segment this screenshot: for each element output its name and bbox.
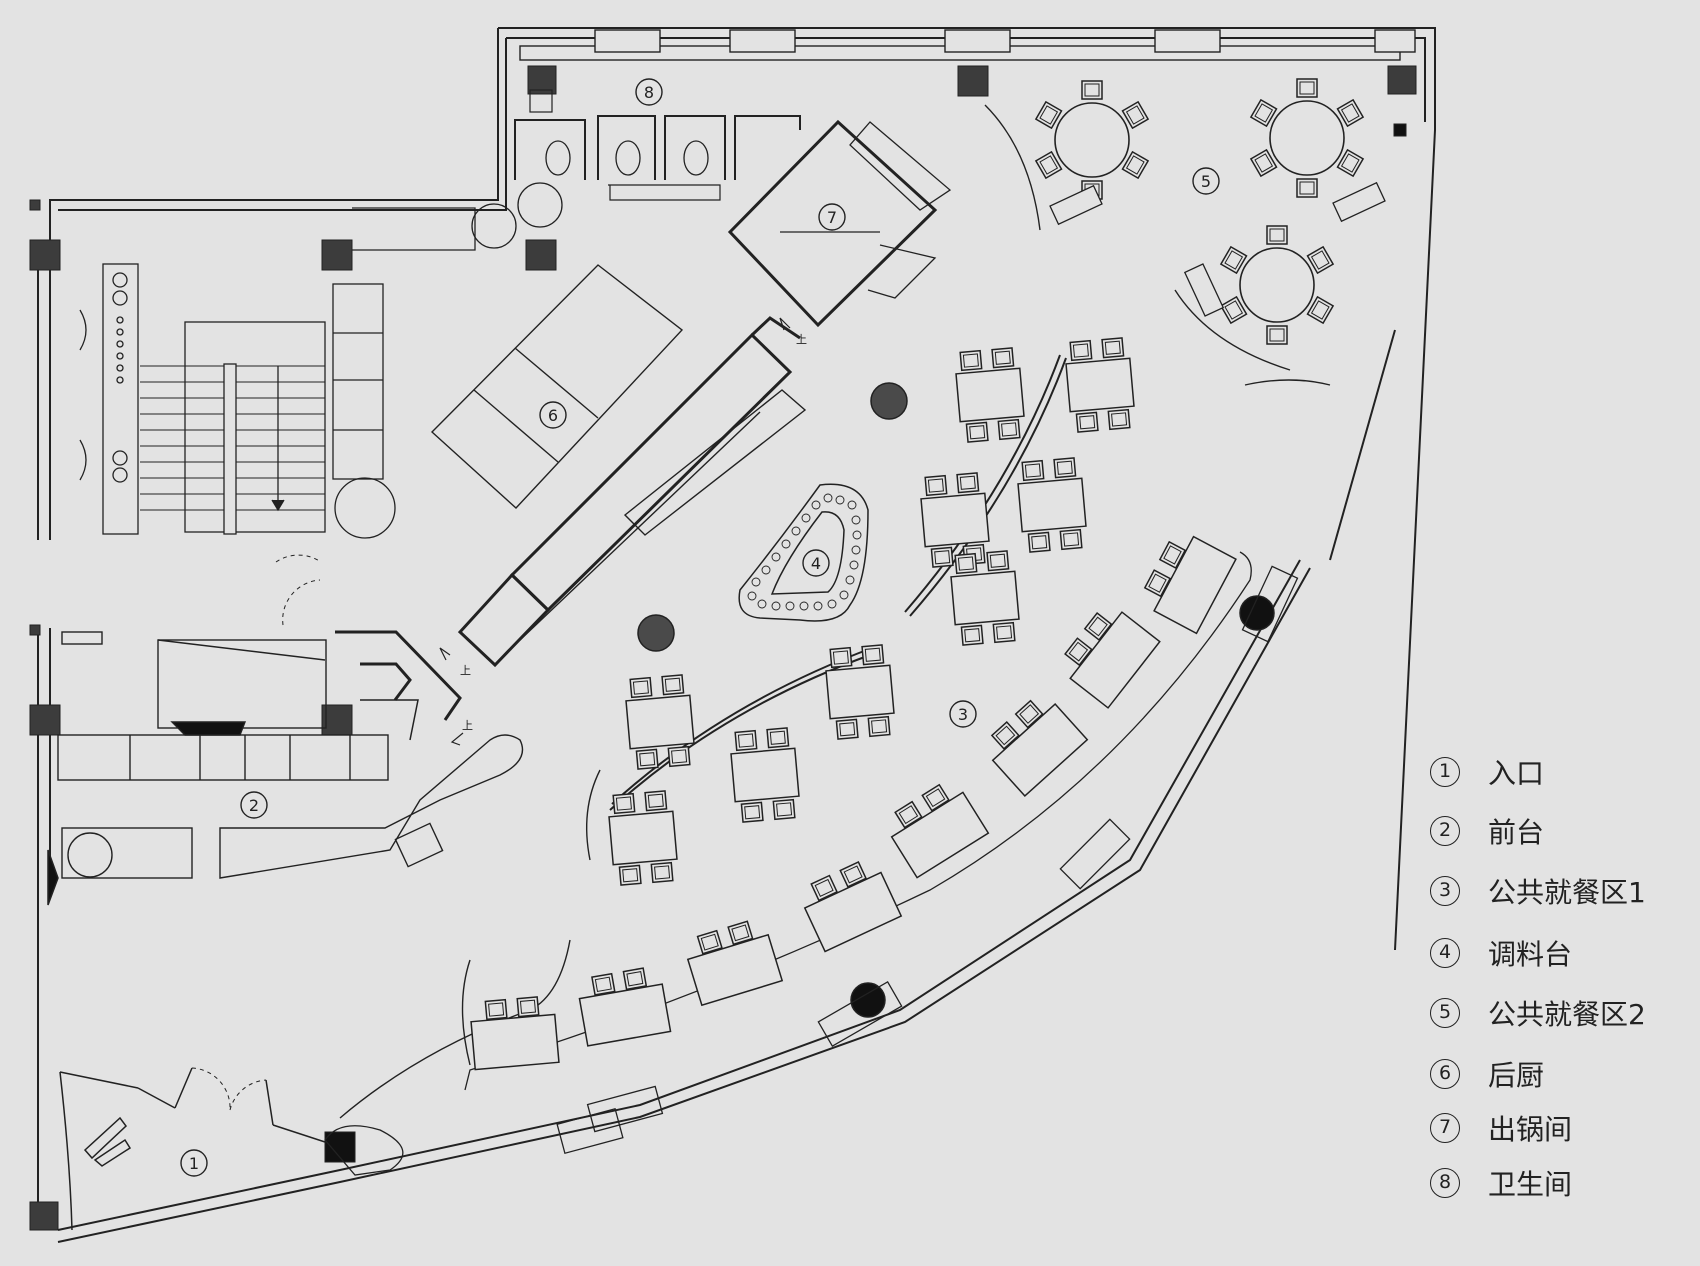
legend-row-reception: 2 前台 [1430, 811, 1544, 851]
legend-row-dining-1: 3 公共就餐区1 [1430, 871, 1646, 911]
booth-tables [469, 528, 1235, 1070]
wok-room-walls [727, 119, 952, 328]
step-mark-2: 上 [460, 664, 471, 677]
restroom-area [352, 89, 801, 251]
reception-desk [57, 631, 524, 879]
corridor-walls [335, 630, 462, 741]
legend-label: 公共就餐区2 [1488, 998, 1646, 1031]
legend-label: 入口 [1488, 757, 1545, 790]
marker-condiment: 4 [811, 554, 821, 573]
legend-row-kitchen: 6 后厨 [1430, 1054, 1544, 1094]
legend-number: 5 [1430, 998, 1460, 1028]
marker-entrance: 1 [189, 1154, 199, 1173]
legend-number: 7 [1430, 1113, 1460, 1143]
legend-row-entrance: 1 入口 [1430, 752, 1544, 792]
area-markers [180, 78, 1220, 1177]
legend-number: 6 [1430, 1059, 1460, 1089]
step-mark-1: 上 [796, 333, 807, 346]
legend-label: 调料台 [1488, 938, 1573, 971]
legend-number: 2 [1430, 816, 1460, 846]
window-strip [519, 29, 1416, 61]
outer-walls [37, 27, 1436, 1243]
columns [29, 65, 1417, 1231]
legend-row-dining-2: 5 公共就餐区2 [1430, 993, 1646, 1033]
marker-restroom: 8 [644, 83, 654, 102]
legend-row-condiment: 4 调料台 [1430, 933, 1572, 973]
legend-number: 3 [1430, 876, 1460, 906]
legend-number: 4 [1430, 938, 1460, 968]
marker-kitchen: 6 [548, 406, 558, 425]
legend-number: 1 [1430, 757, 1460, 787]
legend-label: 前台 [1488, 816, 1545, 849]
marker-wok-room: 7 [827, 208, 837, 227]
step-mark-3: 上 [462, 719, 473, 732]
four-seat-tables [607, 337, 1136, 885]
marker-reception: 2 [249, 796, 259, 815]
legend-label: 出锅间 [1488, 1113, 1573, 1146]
legend-row-wok-room: 7 出锅间 [1430, 1108, 1572, 1148]
round-tables [1036, 79, 1386, 344]
round-columns [637, 382, 1275, 1018]
kitchen-area [430, 264, 807, 668]
legend-label: 公共就餐区1 [1488, 876, 1646, 909]
entrance-area [47, 554, 326, 1231]
legend-number: 8 [1430, 1168, 1460, 1198]
legend-row-restroom: 8 卫生间 [1430, 1163, 1572, 1203]
legend-label: 卫生间 [1488, 1168, 1573, 1201]
condiment-station [738, 483, 869, 622]
step-arrows [439, 317, 791, 746]
legend-label: 后厨 [1488, 1059, 1545, 1092]
staircase [79, 263, 396, 539]
marker-dining-1: 3 [958, 705, 968, 724]
marker-dining-2: 5 [1201, 172, 1211, 191]
